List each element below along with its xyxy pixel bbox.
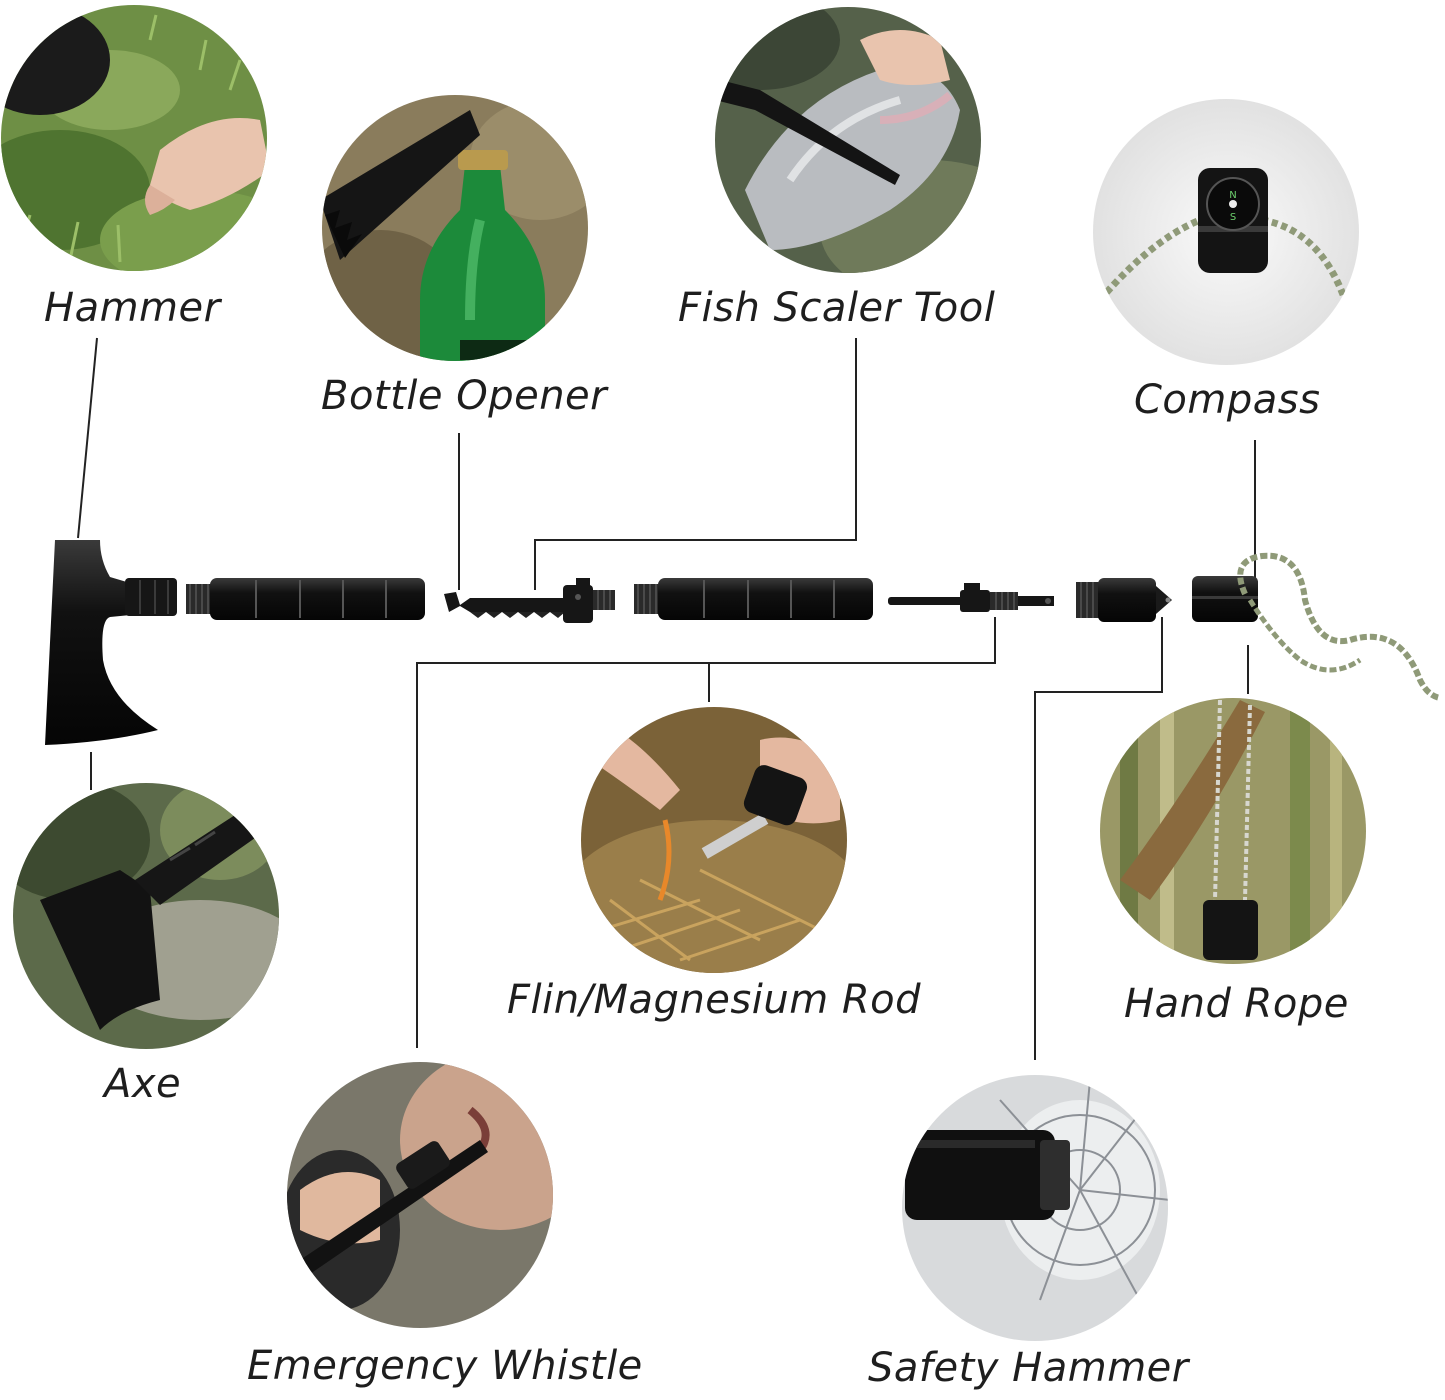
label-flint-magnesium-rod: Flin/Magnesium Rod [506,977,922,1023]
leader-lines [77,337,1256,1060]
label-compass: Compass [1134,377,1321,423]
compass-photo: N S [1093,99,1359,365]
compass-cap-piece [1192,576,1258,622]
svg-text:S: S [1230,212,1236,223]
hammer-photo [1,5,267,271]
handle-segment-2 [634,578,873,620]
label-safety-hammer: Safety Hammer [868,1345,1189,1391]
handle-segment-1 [186,578,425,620]
flint-rod-piece [888,583,1054,612]
emergency-whistle-photo [287,1062,553,1328]
leader-line-hammer [77,337,98,539]
axe-head [45,540,177,745]
axe-photo [13,783,279,1049]
label-bottle-opener: Bottle Opener [321,373,608,419]
saw-bottle-opener-piece [444,578,615,623]
safety-hammer-piece [1076,578,1172,622]
svg-text:N: N [1229,190,1236,201]
leader-line-fish-scaler [534,338,857,590]
fish-scaler-photo [715,7,981,273]
bottle-opener-photo [322,95,588,361]
rope-strand [1237,552,1441,701]
leader-line-flint-rod [416,617,996,1048]
safety-hammer-photo [902,1075,1168,1341]
label-hand-rope: Hand Rope [1124,981,1349,1027]
label-axe: Axe [104,1061,182,1107]
leader-line-safety-hammer [1034,617,1163,1060]
flint-rod-photo [581,707,847,973]
label-fish-scaler-tool: Fish Scaler Tool [678,285,996,331]
label-hammer: Hammer [44,285,221,331]
hand-rope-photo [1100,698,1366,964]
label-emergency-whistle: Emergency Whistle [247,1343,643,1389]
